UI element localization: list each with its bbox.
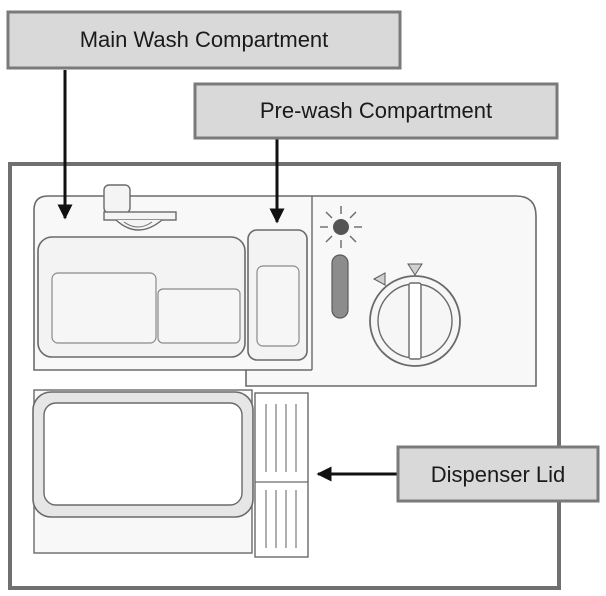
- main-wash-label-text: Main Wash Compartment: [80, 27, 329, 52]
- sun-burst-icon: [320, 206, 362, 248]
- dispenser-lid-panel[interactable]: [254, 392, 309, 558]
- cover-latch-icon[interactable]: [103, 184, 177, 231]
- pre-wash-label-text: Pre-wash Compartment: [260, 98, 492, 123]
- dispenser-lid-label-text: Dispenser Lid: [431, 462, 566, 487]
- pre-wash-label: Pre-wash Compartment: [193, 82, 559, 140]
- rinse-aid-indicator: [331, 254, 349, 319]
- dispenser-lid-label: Dispenser Lid: [396, 445, 600, 503]
- pre-wash-inner: [256, 265, 300, 347]
- main-wash-inner-left: [51, 272, 157, 344]
- main-wash-inner-right: [157, 288, 241, 344]
- main-wash-label: Main Wash Compartment: [6, 10, 402, 70]
- dial-knob-icon[interactable]: [369, 263, 461, 367]
